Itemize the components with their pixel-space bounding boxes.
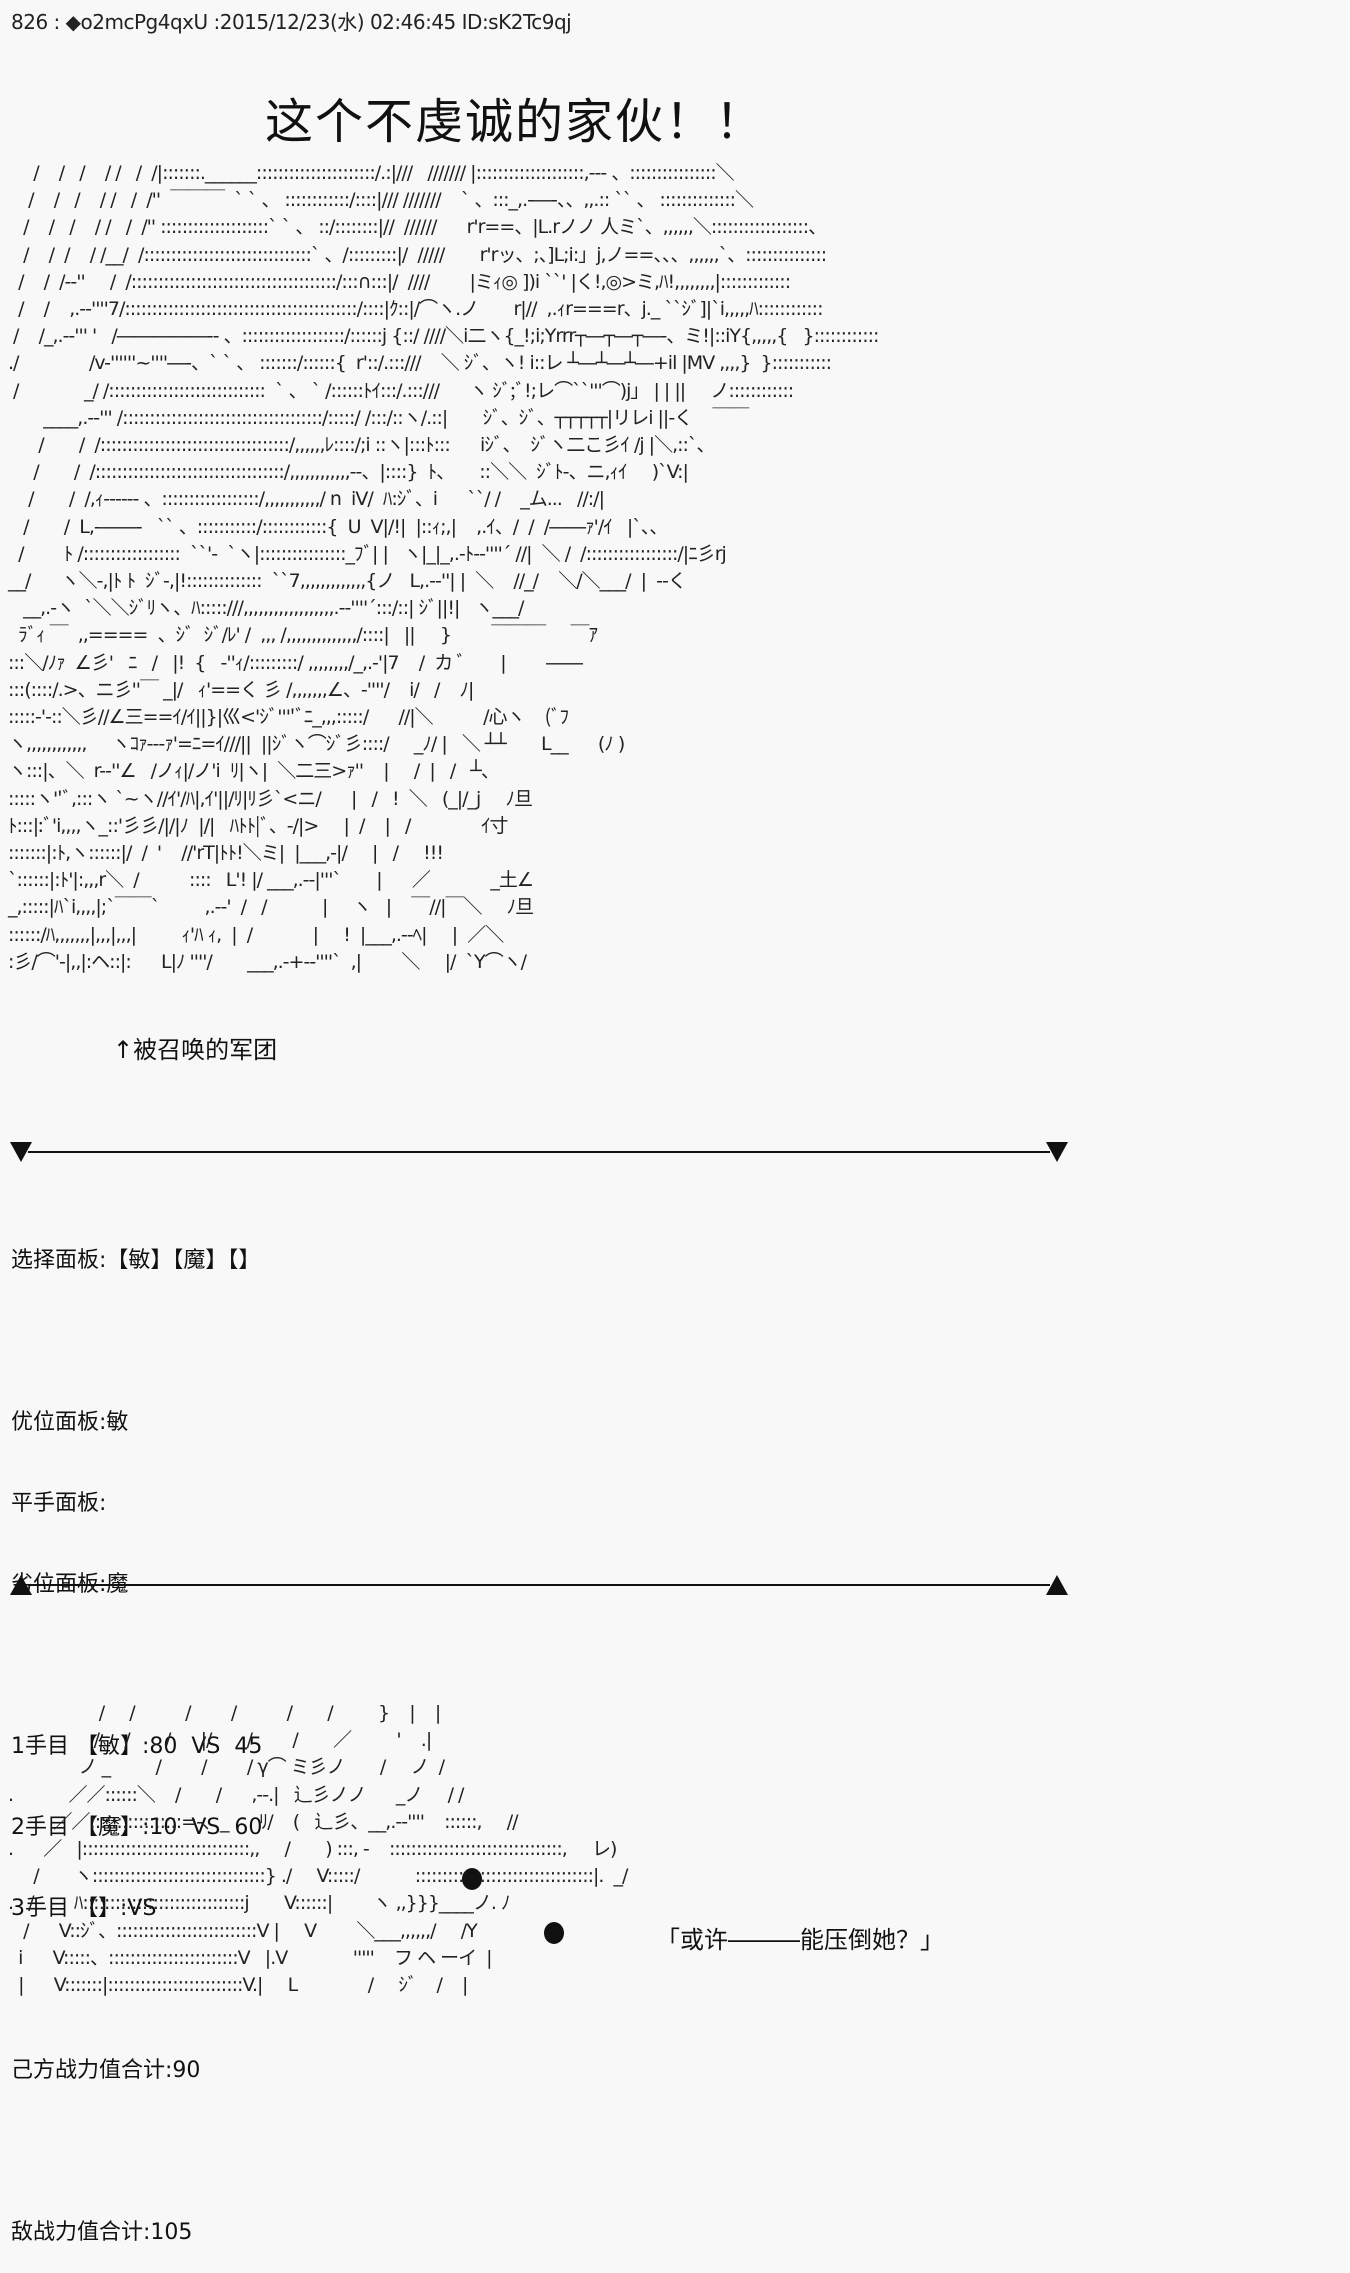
page-title: 这个不虔诚的家伙！！ <box>265 94 766 150</box>
even-panel: 平手面板: <box>11 1491 107 1516</box>
triangle-down-icon <box>10 1142 32 1162</box>
triangle-up-icon <box>1046 1575 1068 1595</box>
post-id: ID:sK2Tc9qj <box>461 10 572 34</box>
post-separator: : <box>47 10 66 34</box>
post-header: 826 : ◆o2mcPg4qxU :2015/12/23(水) 02:46:4… <box>11 6 572 35</box>
trip-diamond-icon: ◆ <box>65 10 81 34</box>
advantage-panel: 优位面板:敏 <box>11 1410 129 1435</box>
round-3: 3手目 【】:VS <box>11 1896 157 1921</box>
post-number: 826 <box>11 10 48 34</box>
triangle-down-icon <box>1046 1142 1068 1162</box>
divider-line <box>28 1584 1050 1586</box>
triangle-up-icon <box>10 1575 32 1595</box>
eye-dot-icon <box>462 1868 482 1890</box>
post-datetime: :2015/12/23(水) 02:46:45 <box>207 10 462 34</box>
dialogue-text: 「或许―――能压倒她？」 <box>656 1926 944 1954</box>
own-total: 己方战力值合计:90 <box>11 2058 201 2083</box>
spacer <box>11 1652 262 1679</box>
spacer <box>11 1328 262 1355</box>
ascii-art-army: / / / / / / /|:::::::.______::::::::::::… <box>8 162 879 973</box>
enemy-total: 敌战力值合计:105 <box>11 2220 193 2245</box>
divider-top <box>10 1140 1068 1164</box>
round-2: 2手目 【魔】:10 VS 60 <box>11 1815 263 1840</box>
select-panel: 选择面板:【敏】【魔】【】 <box>11 1248 261 1273</box>
trip-code: o2mcPg4qxU <box>80 10 209 34</box>
eye-dot-icon <box>544 1922 564 1944</box>
round-1: 1手目 【敏】:80 VS 45 <box>11 1734 263 1759</box>
art-caption: ↑被召唤的军团 <box>113 1036 278 1064</box>
divider-line <box>28 1151 1050 1153</box>
divider-bottom <box>10 1573 1068 1597</box>
ascii-art-character: / / / / / / } | | / / / |/ / / ／ ' .| ノ … <box>8 1702 628 1997</box>
spacer <box>11 2138 262 2165</box>
